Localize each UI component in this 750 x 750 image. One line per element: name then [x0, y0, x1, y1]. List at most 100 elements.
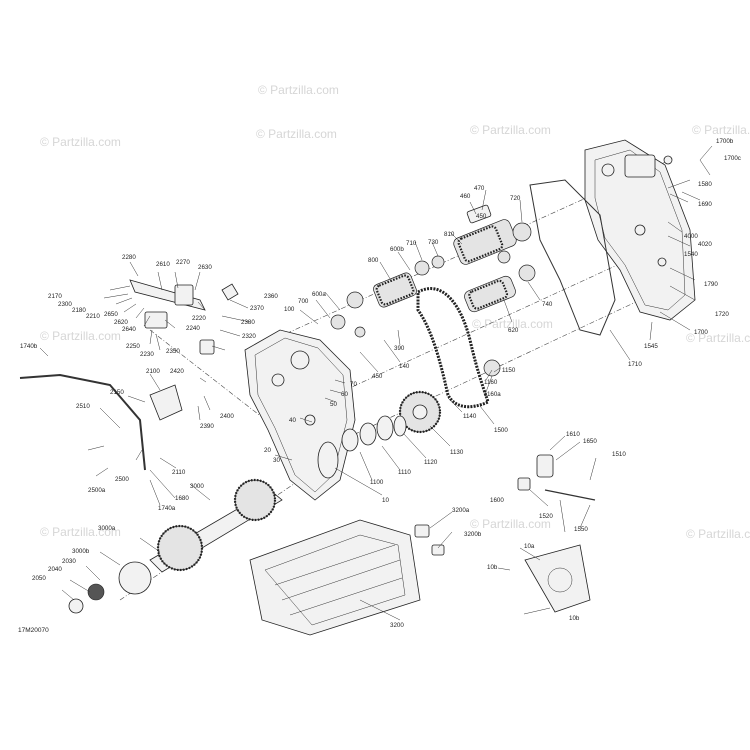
drive-chain [416, 287, 490, 409]
callout-label: 1100 [370, 479, 384, 486]
callout-label: 2030 [62, 558, 76, 565]
callout-label: 2050 [32, 575, 46, 582]
drive-axle [68, 478, 283, 614]
callout-label: 3200 [390, 622, 404, 629]
callout-label: 1790 [704, 281, 718, 288]
callout-label: 2180 [72, 307, 86, 314]
watermark: © Partzilla.com [40, 525, 121, 539]
callout-label: 2300 [58, 301, 72, 308]
callout-label: 2370 [250, 305, 264, 312]
callout-label: 2500 [115, 476, 129, 483]
callout-label: 2420 [170, 368, 184, 375]
callout-label: 1740a [158, 505, 176, 512]
callout-label: 3200b [464, 531, 482, 538]
callout-label: 10a [524, 543, 535, 550]
callout-label: 2100 [146, 368, 160, 375]
callout-label: 1720 [715, 311, 729, 318]
callout-label: 2220 [192, 315, 206, 322]
callout-label: 1160 [484, 379, 498, 386]
callout-label: 2620 [114, 319, 128, 326]
callout-label: 2040 [48, 566, 62, 573]
callout-label: 1600 [490, 497, 504, 504]
callout-label: 2610 [156, 261, 170, 268]
callout-label: 2250 [126, 343, 140, 350]
callout-label: 1160a [484, 391, 501, 398]
chaincase-housing [244, 329, 356, 501]
callout-label: 1680 [175, 495, 189, 502]
callout-label: 1700c [724, 155, 741, 162]
callout-label: 60 [341, 391, 348, 398]
callout-label: 700 [298, 298, 309, 305]
callout-label: 4020 [698, 241, 712, 248]
gasket [529, 179, 616, 336]
watermark: © Partzilla.com [40, 329, 121, 343]
callout-label: 2630 [198, 264, 212, 271]
right-cover [584, 139, 696, 321]
callout-label: 2280 [122, 254, 136, 261]
callout-label: 2210 [86, 313, 100, 320]
callout-label: 2240 [186, 325, 200, 332]
callout-label: 10b [569, 615, 580, 622]
callout-label: 810 [444, 231, 455, 238]
watermark: © Partzilla.com [686, 331, 750, 345]
callout-label: 2350 [166, 348, 180, 355]
watermark: © Partzilla.com [686, 527, 750, 541]
watermark: © Partzilla.com [40, 135, 121, 149]
watermark: © Partzilla.com [256, 127, 337, 141]
callout-label: 740 [542, 301, 553, 308]
callout-label: 460 [460, 193, 471, 200]
callout-label: 1500 [494, 427, 508, 434]
callout-label: 2650 [104, 311, 118, 318]
callout-label: 2360 [264, 293, 278, 300]
callout-label: 2390 [200, 423, 214, 430]
diagram-code: 17M20070 [18, 627, 49, 634]
callout-label: 1130 [450, 449, 464, 456]
callout-label: 2640 [122, 326, 136, 333]
callout-label: 2500a [88, 487, 106, 494]
callout-label: 1510 [612, 451, 626, 458]
callout-label: 3200a [452, 507, 470, 514]
callout-label: 1580 [698, 181, 712, 188]
callout-label: 3000 [190, 483, 204, 490]
watermark: © Partzilla.com [472, 317, 553, 331]
callout-label: 1700b [716, 138, 734, 145]
callout-label: 1650 [583, 438, 597, 445]
callout-label: 1550 [574, 526, 588, 533]
callout-label: 1610 [566, 431, 580, 438]
callout-label: 1700 [694, 329, 708, 336]
callout-label: 390 [394, 345, 405, 352]
callout-label: 1740b [20, 343, 38, 350]
callout-label: 2380 [241, 319, 255, 326]
callout-label: 1140 [463, 413, 477, 420]
watermark: © Partzilla.com [470, 123, 551, 137]
callout-label: 1520 [539, 513, 553, 520]
callout-label: 1110 [398, 469, 411, 476]
callout-label: 20 [264, 447, 271, 454]
callout-label: 730 [428, 239, 439, 246]
callout-label: 140 [399, 363, 410, 370]
track-guide [249, 519, 421, 636]
callout-label: 450 [372, 373, 383, 380]
callout-label: 1710 [628, 361, 642, 368]
callout-label: 2170 [48, 293, 62, 300]
tensioner-parts [414, 454, 596, 613]
callout-label: 2230 [140, 351, 154, 358]
callout-label: 10 [382, 497, 389, 504]
callout-label: 2510 [76, 403, 90, 410]
watermark: © Partzilla.com [258, 83, 339, 97]
callout-label: 2110 [172, 469, 186, 476]
callout-label: 100 [284, 306, 295, 313]
callout-label: 800 [368, 257, 379, 264]
callout-label: 1540 [684, 251, 698, 258]
callout-label: 40 [289, 417, 296, 424]
leader-lines [39, 145, 713, 621]
callout-label: 1150 [502, 367, 516, 374]
watermark: © Partzilla.com [692, 123, 750, 137]
callout-label: 10b [487, 564, 498, 571]
watermark-layer: © Partzilla.com © Partzilla.com © Partzi… [40, 83, 750, 541]
callout-label: 450 [476, 213, 487, 220]
linkage-assembly [19, 279, 239, 471]
callout-label: 3000a [98, 525, 116, 532]
callout-label: 470 [474, 185, 485, 192]
